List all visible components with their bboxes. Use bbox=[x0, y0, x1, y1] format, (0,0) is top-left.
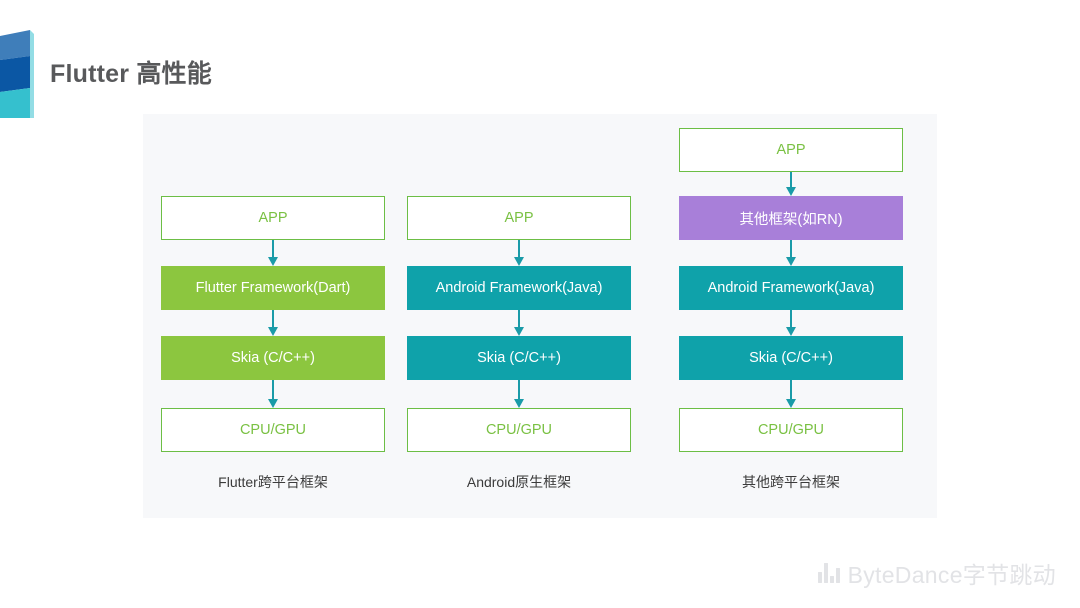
node-android-framework[interactable]: Android Framework(Java) bbox=[407, 266, 631, 310]
arrow-android-app-to-framework bbox=[514, 240, 524, 266]
node-android-app[interactable]: APP bbox=[407, 196, 631, 240]
node-flutter-cpugpu[interactable]: CPU/GPU bbox=[161, 408, 385, 452]
arrow-android-framework-to-skia bbox=[514, 310, 524, 336]
node-other-framework-rn[interactable]: 其他框架(如RN) bbox=[679, 196, 903, 240]
arrow-android-skia-to-cpugpu bbox=[514, 380, 524, 408]
caption-android-column: Android原生框架 bbox=[466, 474, 572, 490]
node-other-skia[interactable]: Skia (C/C++) bbox=[679, 336, 903, 380]
node-android-cpugpu[interactable]: CPU/GPU bbox=[407, 408, 631, 452]
node-android-skia[interactable]: Skia (C/C++) bbox=[407, 336, 631, 380]
node-flutter-skia[interactable]: Skia (C/C++) bbox=[161, 336, 385, 380]
brand-name: ByteDance字节跳动 bbox=[847, 562, 1056, 588]
diagram-column-other-cross-platform: APP 其他框架(如RN) Android Framework(Java) Sk… bbox=[679, 114, 903, 518]
node-flutter-framework[interactable]: Flutter Framework(Dart) bbox=[161, 266, 385, 310]
arrow-flutter-framework-to-skia bbox=[268, 310, 278, 336]
arrow-other-skia-to-cpugpu bbox=[786, 380, 796, 408]
node-other-app[interactable]: APP bbox=[679, 128, 903, 172]
diagram-column-flutter: APP Flutter Framework(Dart) Skia (C/C++)… bbox=[161, 114, 385, 518]
node-other-android-framework[interactable]: Android Framework(Java) bbox=[679, 266, 903, 310]
arrow-other-app-to-rn bbox=[786, 172, 796, 196]
node-flutter-app[interactable]: APP bbox=[161, 196, 385, 240]
arrow-other-rn-to-android-framework bbox=[786, 240, 796, 266]
page-title: Flutter 高性能 bbox=[50, 60, 212, 88]
flutter-layered-logo-icon bbox=[0, 30, 42, 118]
arrow-flutter-skia-to-cpugpu bbox=[268, 380, 278, 408]
node-other-cpugpu[interactable]: CPU/GPU bbox=[679, 408, 903, 452]
caption-other-column: 其他跨平台框架 bbox=[742, 474, 840, 490]
caption-flutter-column: Flutter跨平台框架 bbox=[218, 474, 328, 490]
diagram-column-android-native: APP Android Framework(Java) Skia (C/C++)… bbox=[407, 114, 631, 518]
arrow-other-framework-to-skia bbox=[786, 310, 796, 336]
diagram-panel: APP Flutter Framework(Dart) Skia (C/C++)… bbox=[143, 114, 937, 518]
arrow-flutter-app-to-framework bbox=[268, 240, 278, 266]
bar-chart-icon bbox=[818, 563, 840, 583]
bytedance-footer-logo: ByteDance字节跳动 bbox=[818, 556, 1056, 590]
